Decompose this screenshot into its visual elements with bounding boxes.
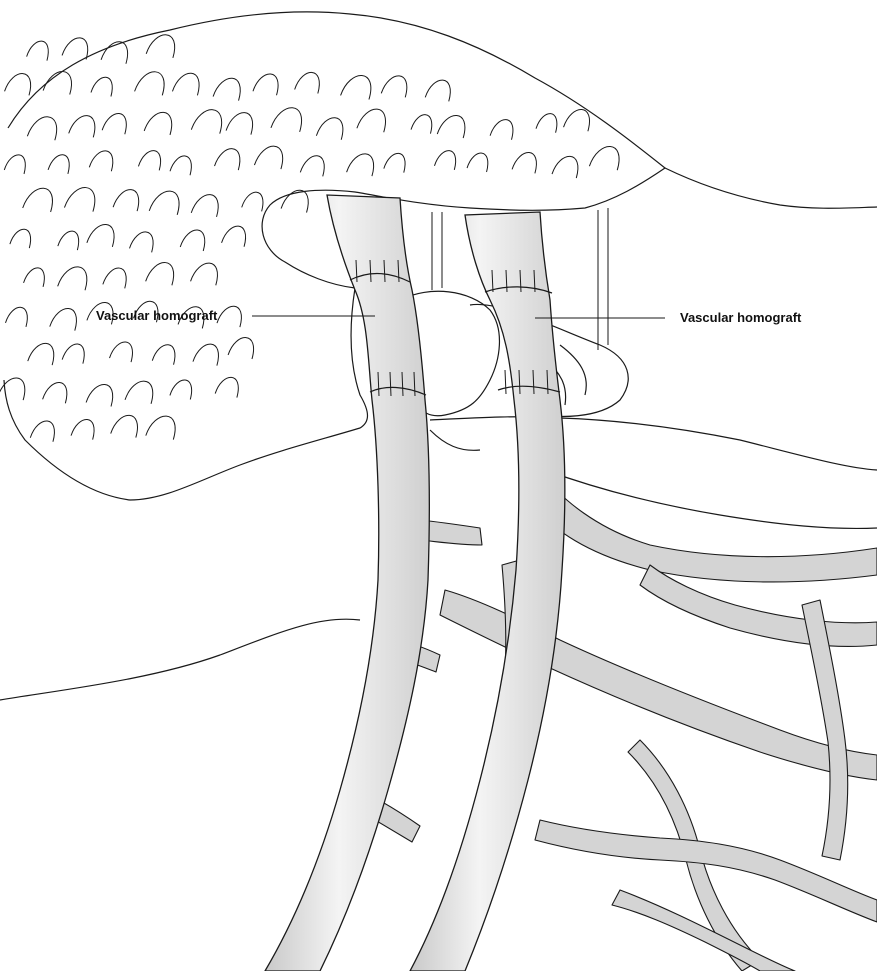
lobule-arc xyxy=(91,77,112,96)
lobule-arc xyxy=(300,156,324,177)
lobule-arc xyxy=(411,115,432,134)
lobule-arc xyxy=(170,380,192,399)
lobule-arc xyxy=(467,153,488,172)
lobule-arc xyxy=(215,377,238,397)
lobule-arc xyxy=(170,156,191,175)
lobule-arc xyxy=(512,153,536,174)
homograft-right xyxy=(410,212,565,971)
lobule-arc xyxy=(536,114,557,133)
lobule-arc xyxy=(357,109,386,132)
lobule-arc xyxy=(384,153,405,172)
lobule-arc xyxy=(242,192,263,211)
lobule-arc xyxy=(217,306,241,327)
suture-tick xyxy=(505,370,506,394)
lobule-arc xyxy=(30,421,54,442)
annotations: Vascular homograft Vascular homograft xyxy=(96,308,802,325)
lobule-arc xyxy=(215,149,240,170)
lobule-arc xyxy=(130,232,154,252)
lobule-arc xyxy=(434,151,455,170)
lobule-arc xyxy=(172,73,199,95)
lobule-arc xyxy=(341,75,371,99)
lobule-arc xyxy=(437,115,465,138)
lobule-arc xyxy=(10,229,31,248)
lobule-arc xyxy=(149,191,179,215)
lobule-arc xyxy=(146,35,174,58)
lobule-arc xyxy=(113,190,139,212)
lobule-arc xyxy=(490,120,513,140)
lobule-arc xyxy=(191,195,218,217)
lobule-arc xyxy=(347,154,374,176)
label-vascular-homograft-right: Vascular homograft xyxy=(680,310,802,325)
lobule-arc xyxy=(180,230,205,251)
lobule-arc xyxy=(552,156,578,178)
lobule-arc xyxy=(27,117,56,140)
lobule-arc xyxy=(23,188,53,212)
lobule-arc xyxy=(28,343,54,365)
label-vascular-homograft-left: Vascular homograft xyxy=(96,308,218,323)
lobule-arc xyxy=(125,381,153,404)
lobule-arc xyxy=(62,38,88,60)
lobule-arc xyxy=(48,155,69,174)
lobule-arc xyxy=(254,146,282,169)
vessel-network xyxy=(355,470,877,971)
lobule-arc xyxy=(271,108,302,132)
lobule-arc xyxy=(228,338,253,359)
lobule-arc xyxy=(253,74,278,95)
lobule-arc xyxy=(71,419,94,439)
lobule-arc xyxy=(87,224,114,246)
lobule-arc xyxy=(589,147,619,171)
small-bowel-edge xyxy=(0,619,360,700)
homograft-left xyxy=(265,195,429,971)
lobule-arc xyxy=(226,113,252,135)
lobule-arc xyxy=(24,268,45,287)
lobule-arc xyxy=(191,263,218,285)
lobule-arc xyxy=(152,345,175,365)
lobule-arc xyxy=(213,78,240,100)
duodenum-lower xyxy=(545,470,877,528)
lobule-arc xyxy=(5,307,27,327)
lobule-arc xyxy=(564,109,590,131)
lobule-arc xyxy=(5,74,31,96)
homografts xyxy=(265,195,565,971)
lobule-arc xyxy=(69,116,95,138)
lobule-arc xyxy=(86,384,113,406)
lobule-arc xyxy=(58,267,87,290)
lobule-arc xyxy=(4,155,25,174)
lobule-arc xyxy=(316,118,343,140)
lobule-arc xyxy=(89,151,113,171)
pancreas-outline xyxy=(4,12,665,500)
lobule-arc xyxy=(27,41,49,60)
tissue-fold-lower xyxy=(430,430,480,450)
duodenum-loop xyxy=(430,417,877,470)
pancreas xyxy=(0,12,665,500)
lobule-arc xyxy=(191,110,221,134)
lobule-arc xyxy=(193,344,219,365)
lobule-arc xyxy=(111,415,138,437)
lobule-arc xyxy=(62,344,84,364)
vessel-branch-1 xyxy=(530,470,877,582)
lobule-arc xyxy=(295,72,320,93)
lobule-arc xyxy=(146,263,174,286)
lobule-arc xyxy=(43,382,67,403)
duodenum-upper xyxy=(665,168,877,208)
lobule-arc xyxy=(381,76,407,98)
lobule-arc xyxy=(50,308,77,330)
lobule-arc xyxy=(102,113,126,134)
lobule-arc xyxy=(144,112,172,135)
lobule-arc xyxy=(103,268,126,288)
lobule-arc xyxy=(146,416,175,440)
lobule-arc xyxy=(138,151,160,171)
lobule-arc xyxy=(425,80,450,101)
lobule-arc xyxy=(110,342,133,362)
lobule-arc xyxy=(58,231,79,250)
lobule-arc xyxy=(135,72,165,96)
lobule-arc xyxy=(64,188,94,212)
lobule-arc xyxy=(222,226,246,247)
